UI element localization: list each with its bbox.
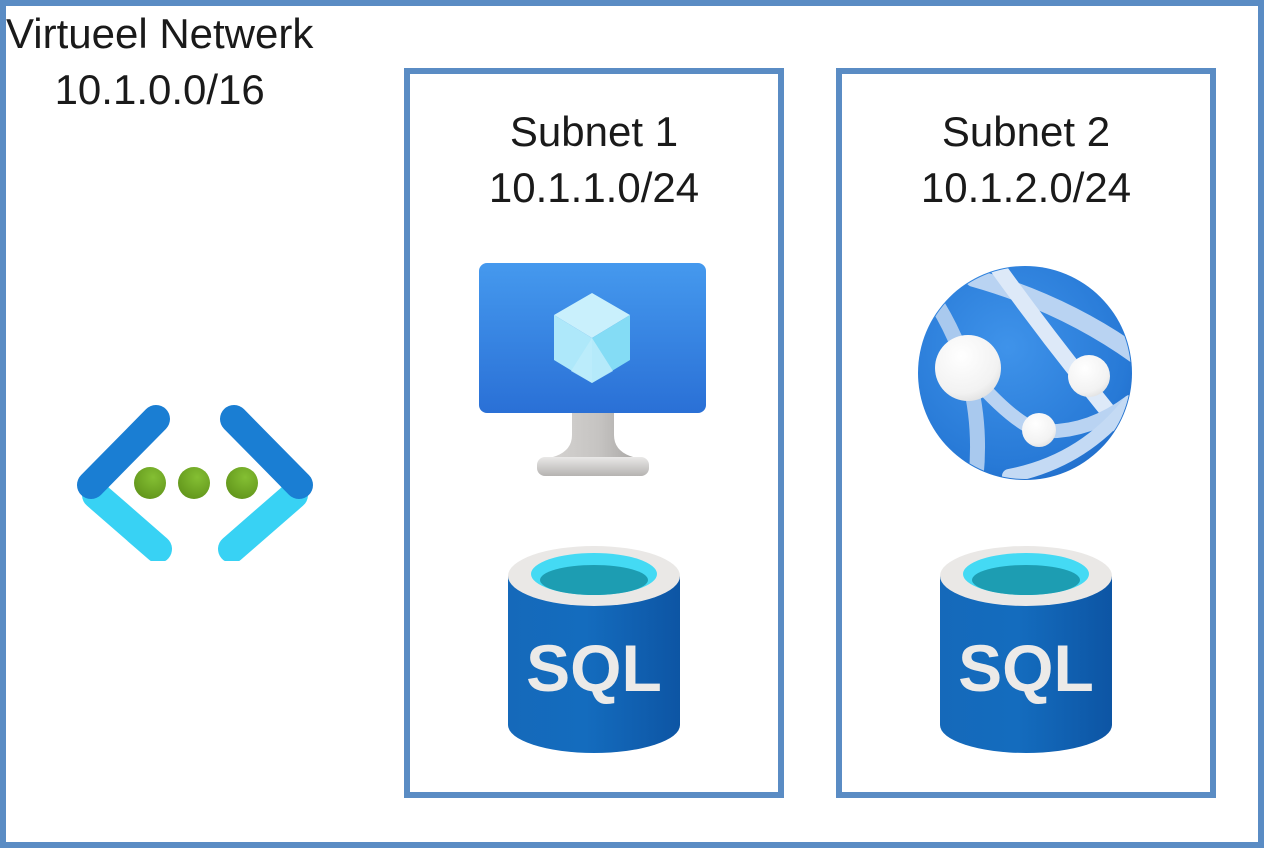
subnet-1-cidr: 10.1.1.0/24 [488, 164, 700, 212]
subnet-2-label-block: Subnet 2 10.1.2.0/24 [842, 74, 1210, 217]
subnet-2-cidr: 10.1.2.0/24 [920, 164, 1132, 212]
subnet-2-name: Subnet 2 [941, 108, 1111, 155]
app-service-icon [918, 266, 1132, 480]
subnet-1-label-block: Subnet 1 10.1.1.0/24 [410, 74, 778, 217]
virtual-network-icon [77, 405, 313, 561]
vnet-title: Virtueel Netwerk [6, 10, 314, 57]
sql-text-1: SQL [526, 631, 662, 705]
sql-database-icon: SQL [508, 546, 680, 753]
sql-text-2: SQL [958, 631, 1094, 705]
vnet-label-block: Virtueel Netwerk 10.1.0.0/16 [6, 6, 313, 119]
vnet-cidr: 10.1.0.0/16 [54, 66, 265, 114]
virtual-machine-icon [479, 263, 706, 476]
subnet-1-name: Subnet 1 [509, 108, 679, 155]
sql-database-icon: SQL [940, 546, 1112, 753]
